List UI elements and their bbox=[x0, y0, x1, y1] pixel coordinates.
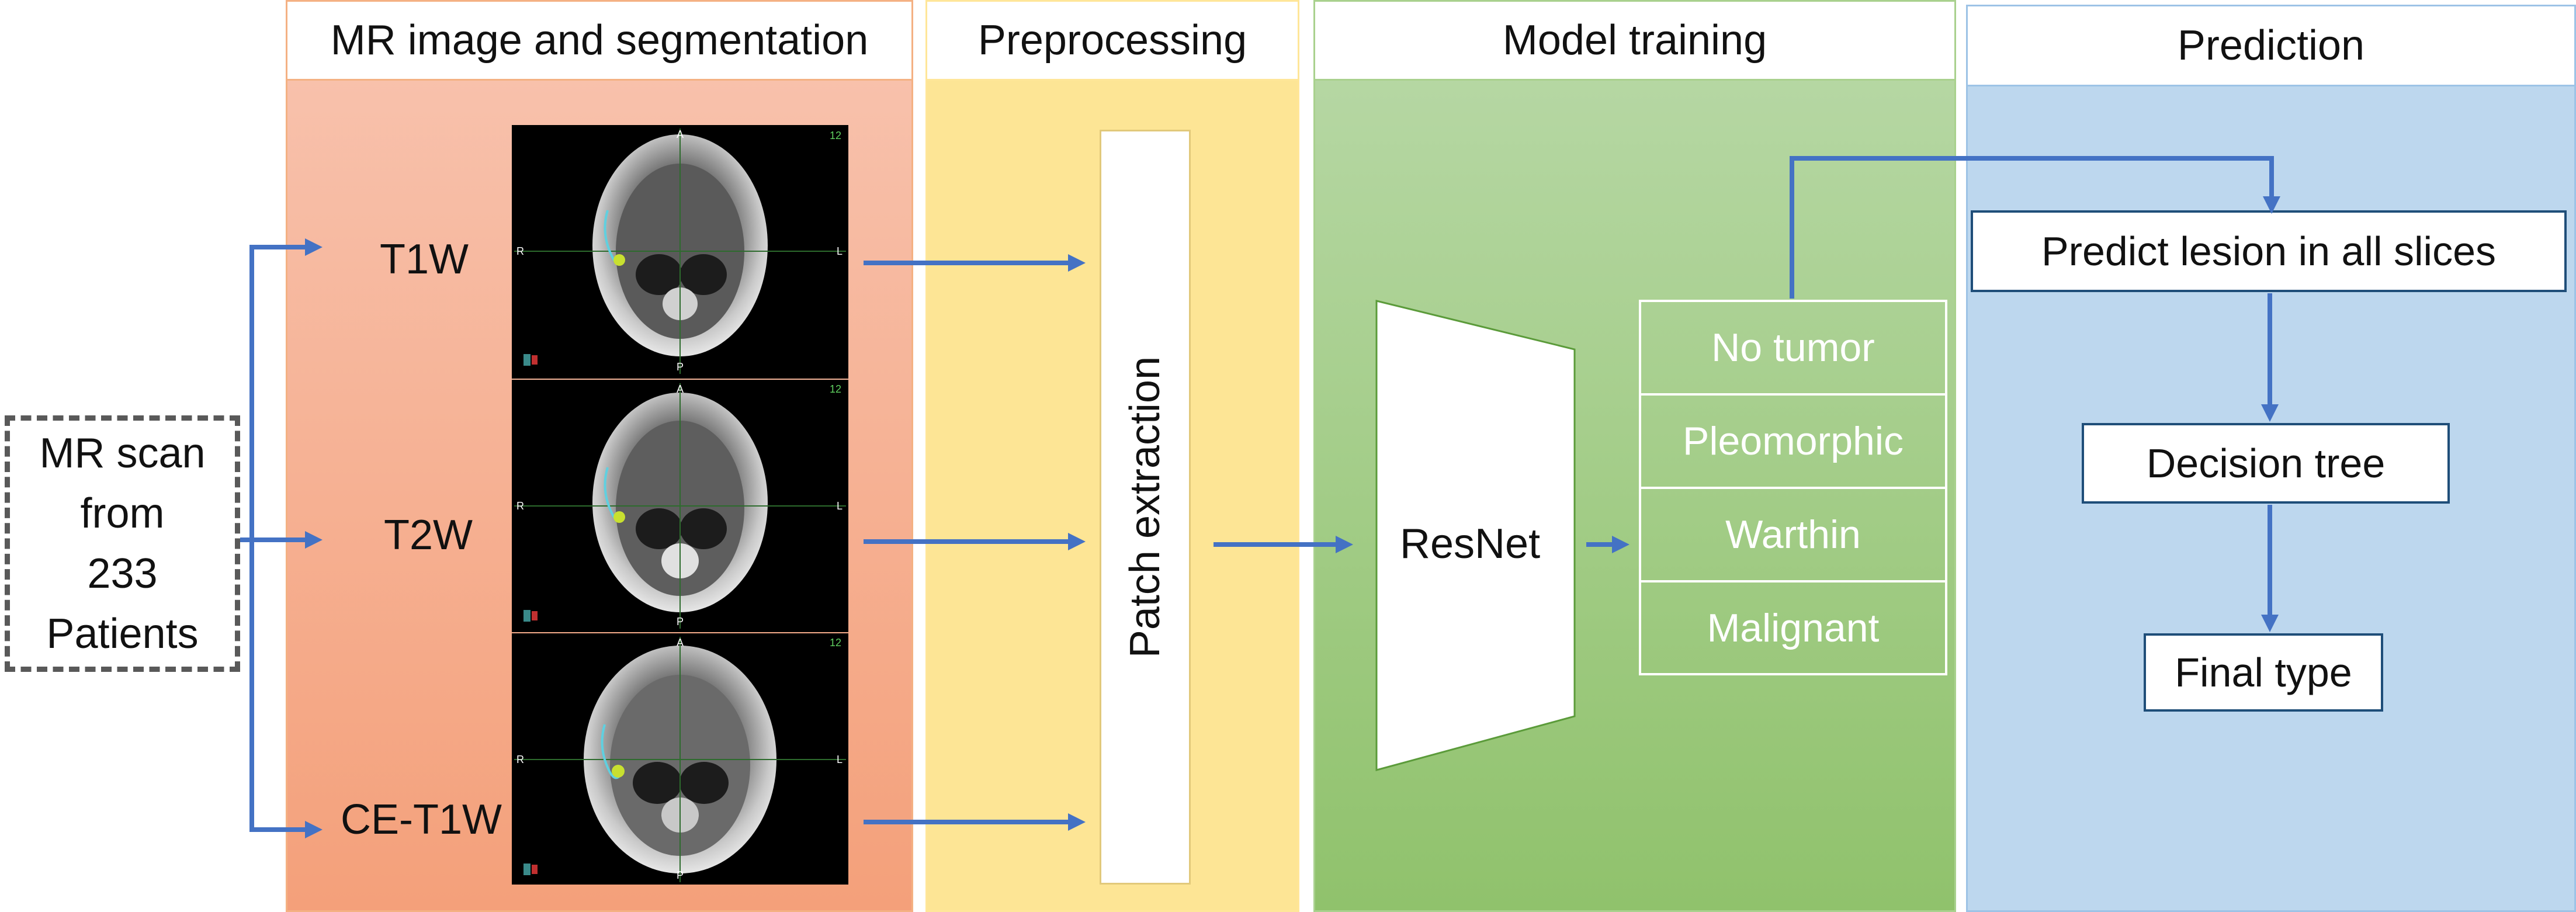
arrowhead-ce-t1w bbox=[305, 821, 323, 838]
orient-bottom-3: P bbox=[677, 869, 684, 881]
training-panel-header: Model training bbox=[1313, 0, 1956, 81]
prediction-panel-header: Prediction bbox=[1966, 5, 2576, 86]
source-box: MR scan from 233 Patients bbox=[5, 415, 240, 672]
orient-top-1: A bbox=[677, 129, 684, 140]
mr-image-t2w bbox=[512, 380, 848, 632]
orient-bottom-2: P bbox=[677, 616, 684, 627]
source-line-3: 233 bbox=[87, 550, 158, 597]
arrowhead-patch-1 bbox=[1068, 254, 1086, 272]
arrowhead-final bbox=[2261, 615, 2279, 632]
source-line-4: Patients bbox=[46, 610, 199, 657]
orient-right-1: L bbox=[837, 245, 843, 257]
slice-number-1: 12 bbox=[830, 130, 841, 141]
class-malignant: Malignant bbox=[1707, 605, 1880, 650]
arrowhead-t1w bbox=[305, 238, 323, 256]
arrow-classes-to-predict bbox=[1790, 156, 2274, 299]
orient-top-2: A bbox=[677, 383, 684, 395]
class-no-tumor: No tumor bbox=[1641, 302, 1945, 396]
slice-number-2: 12 bbox=[830, 383, 841, 395]
arrowhead-resnet bbox=[1336, 536, 1353, 553]
orient-left-2: R bbox=[516, 500, 524, 512]
slice-number-3: 12 bbox=[830, 637, 841, 649]
sequence-label-t1w: T1W bbox=[380, 236, 469, 283]
predict-lesion-box: Predict lesion in all slices bbox=[1971, 210, 2567, 292]
decision-tree-box: Decision tree bbox=[2082, 423, 2450, 504]
orient-left-3: R bbox=[516, 754, 524, 765]
mr-panel-header: MR image and segmentation bbox=[286, 0, 913, 81]
sequence-label-t2w: T2W bbox=[384, 512, 473, 559]
orient-left-1: R bbox=[516, 245, 524, 257]
mr-image-ce-t1w bbox=[512, 633, 848, 885]
final-type-box: Final type bbox=[2144, 633, 2383, 712]
class-pleomorphic: Pleomorphic bbox=[1641, 396, 1945, 489]
orient-right-2: L bbox=[837, 500, 843, 512]
arrowhead-tree bbox=[2261, 404, 2279, 422]
resnet-label: ResNet bbox=[1400, 521, 1541, 567]
preprocessing-panel-header: Preprocessing bbox=[925, 0, 1299, 81]
patch-extraction-box bbox=[1100, 130, 1191, 885]
orient-bottom-1: P bbox=[677, 361, 684, 373]
arrowhead-patch-3 bbox=[1068, 813, 1086, 831]
source-line-2: from bbox=[80, 490, 165, 537]
source-line-1: MR scan bbox=[39, 429, 206, 477]
orient-right-3: L bbox=[837, 754, 843, 765]
arrowhead-t2w bbox=[305, 531, 323, 549]
arrowhead-predict bbox=[2263, 196, 2280, 214]
mr-image-t1w bbox=[512, 125, 848, 379]
arrowhead-classes bbox=[1612, 536, 1629, 553]
orient-top-3: A bbox=[677, 637, 684, 649]
arrowhead-patch-2 bbox=[1068, 533, 1086, 550]
sequence-label-ce-t1w: CE-T1W bbox=[341, 796, 502, 843]
class-warthin: Warthin bbox=[1641, 489, 1945, 582]
orientation-glyph-icon bbox=[523, 354, 538, 875]
class-output-table: No tumor Pleomorphic Warthin Malignant bbox=[1639, 300, 1947, 675]
